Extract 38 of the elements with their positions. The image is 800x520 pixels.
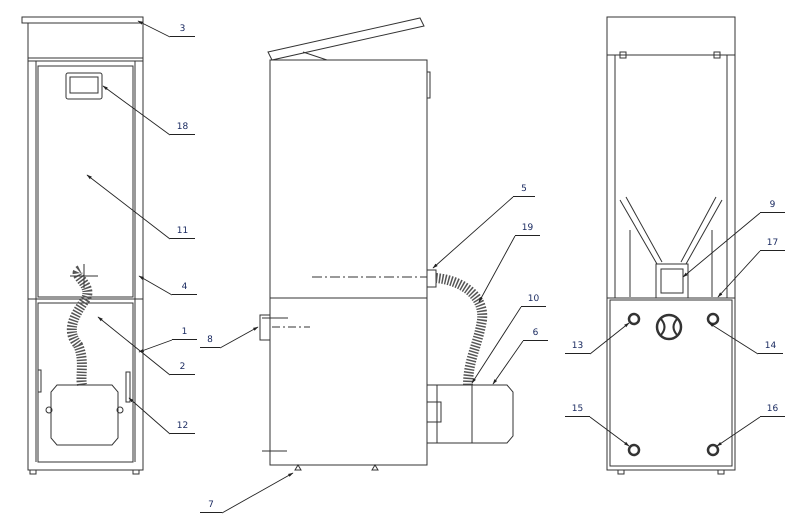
- leader-line: [472, 306, 522, 384]
- callout-number: 12: [170, 420, 195, 434]
- leader-line: [682, 212, 760, 278]
- leader-line: [220, 326, 258, 348]
- leader-line: [716, 416, 760, 446]
- callout-number: 1: [172, 326, 197, 340]
- callout-number: 11: [170, 225, 195, 239]
- callout-number: 3: [170, 23, 195, 37]
- callout-number: 5: [513, 183, 535, 197]
- leader-line: [138, 340, 172, 352]
- leader-line: [138, 276, 172, 296]
- callout-number: 17: [760, 237, 785, 251]
- callout-number: 13: [565, 340, 590, 354]
- leader-line: [590, 322, 630, 354]
- callout-number: 9: [760, 199, 785, 213]
- leader-line: [718, 250, 760, 298]
- callout-number: 15: [565, 403, 590, 417]
- leader-line: [102, 86, 170, 136]
- callout-number: 2: [170, 361, 195, 375]
- leader-line: [222, 472, 294, 514]
- leader-line: [128, 398, 170, 434]
- callout-number: 16: [760, 403, 785, 417]
- leader-line: [478, 236, 516, 302]
- callout-number: 14: [758, 340, 783, 354]
- callout-number: 8: [200, 334, 220, 348]
- leader-line: [432, 196, 514, 268]
- leader-line: [590, 416, 630, 446]
- callout-number: 6: [523, 327, 548, 341]
- leader-line: [708, 322, 758, 354]
- leader-line: [98, 316, 170, 376]
- callout-number: 10: [521, 293, 546, 307]
- callout-number: 18: [170, 121, 195, 135]
- leader-line: [492, 340, 524, 384]
- callout-number: 4: [172, 281, 197, 295]
- callout-number: 7: [200, 499, 222, 513]
- leader-line: [86, 174, 170, 240]
- callout-number: 19: [515, 222, 540, 236]
- leader-line: [138, 20, 170, 38]
